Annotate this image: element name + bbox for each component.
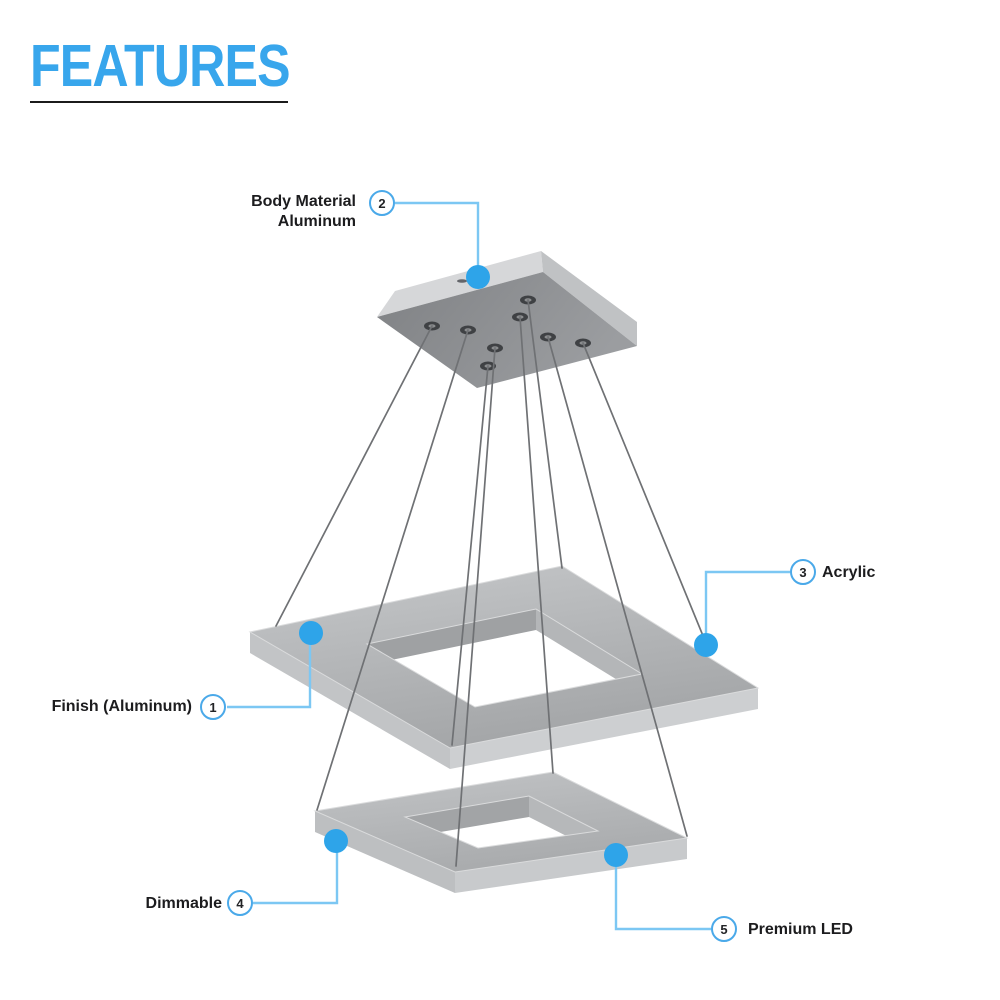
callout-badge-3: 3 [790, 559, 816, 585]
lower-ring-inner-wall-left [405, 796, 529, 838]
callout-badge-4: 4 [227, 890, 253, 916]
suspension-wire [582, 342, 709, 649]
callout-number: 4 [236, 895, 244, 911]
suspension-wires [275, 299, 709, 867]
suspension-wire [527, 299, 563, 569]
callout-label-dimmable: Dimmable [145, 895, 222, 912]
callout-badge-5: 5 [711, 916, 737, 942]
callout-number: 1 [209, 699, 217, 715]
callout-line-1 [227, 637, 312, 709]
suspension-wire [316, 329, 469, 811]
marker-dot-acrylic [694, 633, 718, 657]
callout-line-4 [253, 845, 339, 905]
marker-dot-finish [299, 621, 323, 645]
callout-label-line: Body Material [251, 193, 356, 210]
lower-ring-top-face [313, 771, 689, 873]
callout-line-3 [704, 570, 790, 642]
callout-number: 2 [378, 195, 386, 211]
suspension-wire [519, 316, 554, 774]
upper-ring-outer-wall-left [250, 632, 450, 769]
callout-number: 5 [720, 921, 728, 937]
callout-label-line: Aluminum [277, 213, 356, 230]
suspension-wire [547, 336, 688, 837]
canopy-slot [457, 279, 467, 283]
upper-ring-top-face [248, 565, 760, 749]
canopy [377, 251, 637, 388]
page-title: FEATURES [30, 33, 291, 99]
suspension-wire [275, 325, 433, 627]
suspension-wire [451, 365, 489, 746]
lower-ring [313, 771, 689, 893]
callout-label-finish: Finish (Aluminum) [51, 698, 192, 715]
canopy-bottom-face [377, 272, 637, 388]
title-underline [30, 101, 288, 103]
callout-dots [299, 265, 718, 867]
callout-line-2 [395, 201, 480, 274]
callout-label-body-material: Body Material Aluminum [156, 192, 356, 232]
upper-ring-inner-wall-right [536, 609, 642, 695]
upper-ring [248, 565, 760, 769]
callout-label-premium-led: Premium LED [748, 921, 853, 938]
callout-badge-2: 2 [369, 190, 395, 216]
upper-ring-outer-wall-right [450, 688, 758, 769]
marker-dot-body-material [466, 265, 490, 289]
marker-dot-dimmable [324, 829, 348, 853]
suspension-wire [455, 347, 496, 867]
callout-badge-1: 1 [200, 694, 226, 720]
callout-connectors [227, 201, 790, 931]
callout-line-5 [614, 858, 711, 931]
marker-dot-premium-led [604, 843, 628, 867]
canopy-rim-right [541, 251, 637, 346]
callout-label-acrylic: Acrylic [822, 564, 876, 581]
canopy-rim-left [377, 251, 543, 317]
lower-ring-outer-wall-right [455, 838, 687, 893]
lower-ring-outer-wall-left [315, 811, 455, 893]
callout-number: 3 [799, 564, 807, 580]
upper-ring-inner-wall-left [367, 609, 536, 665]
